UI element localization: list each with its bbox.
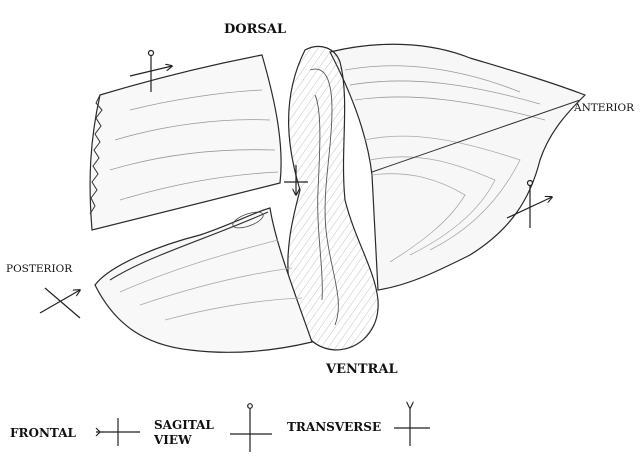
- legend-transverse: TRANSVERSE: [287, 420, 381, 434]
- label-posterior: POSTERIOR: [6, 263, 72, 275]
- label-dorsal: DORSAL: [224, 22, 286, 37]
- legend-sagital: SAGITAL VIEW: [154, 418, 214, 448]
- label-ventral: VENTRAL: [326, 362, 398, 377]
- legend-frontal: FRONTAL: [10, 426, 76, 440]
- sagital-symbol: [230, 404, 272, 452]
- posterior-section: [95, 208, 312, 352]
- frontal-symbol: [96, 418, 140, 446]
- orientation-cross-posterior: [40, 288, 80, 318]
- dorsal-fan-section: [90, 55, 281, 230]
- transverse-symbol: [394, 408, 430, 446]
- legend-sagital-line2: VIEW: [154, 433, 214, 448]
- legend-sagital-line1: SAGITAL: [154, 418, 214, 433]
- anterior-section: [330, 44, 585, 290]
- label-anterior: ANTERIOR: [574, 102, 634, 114]
